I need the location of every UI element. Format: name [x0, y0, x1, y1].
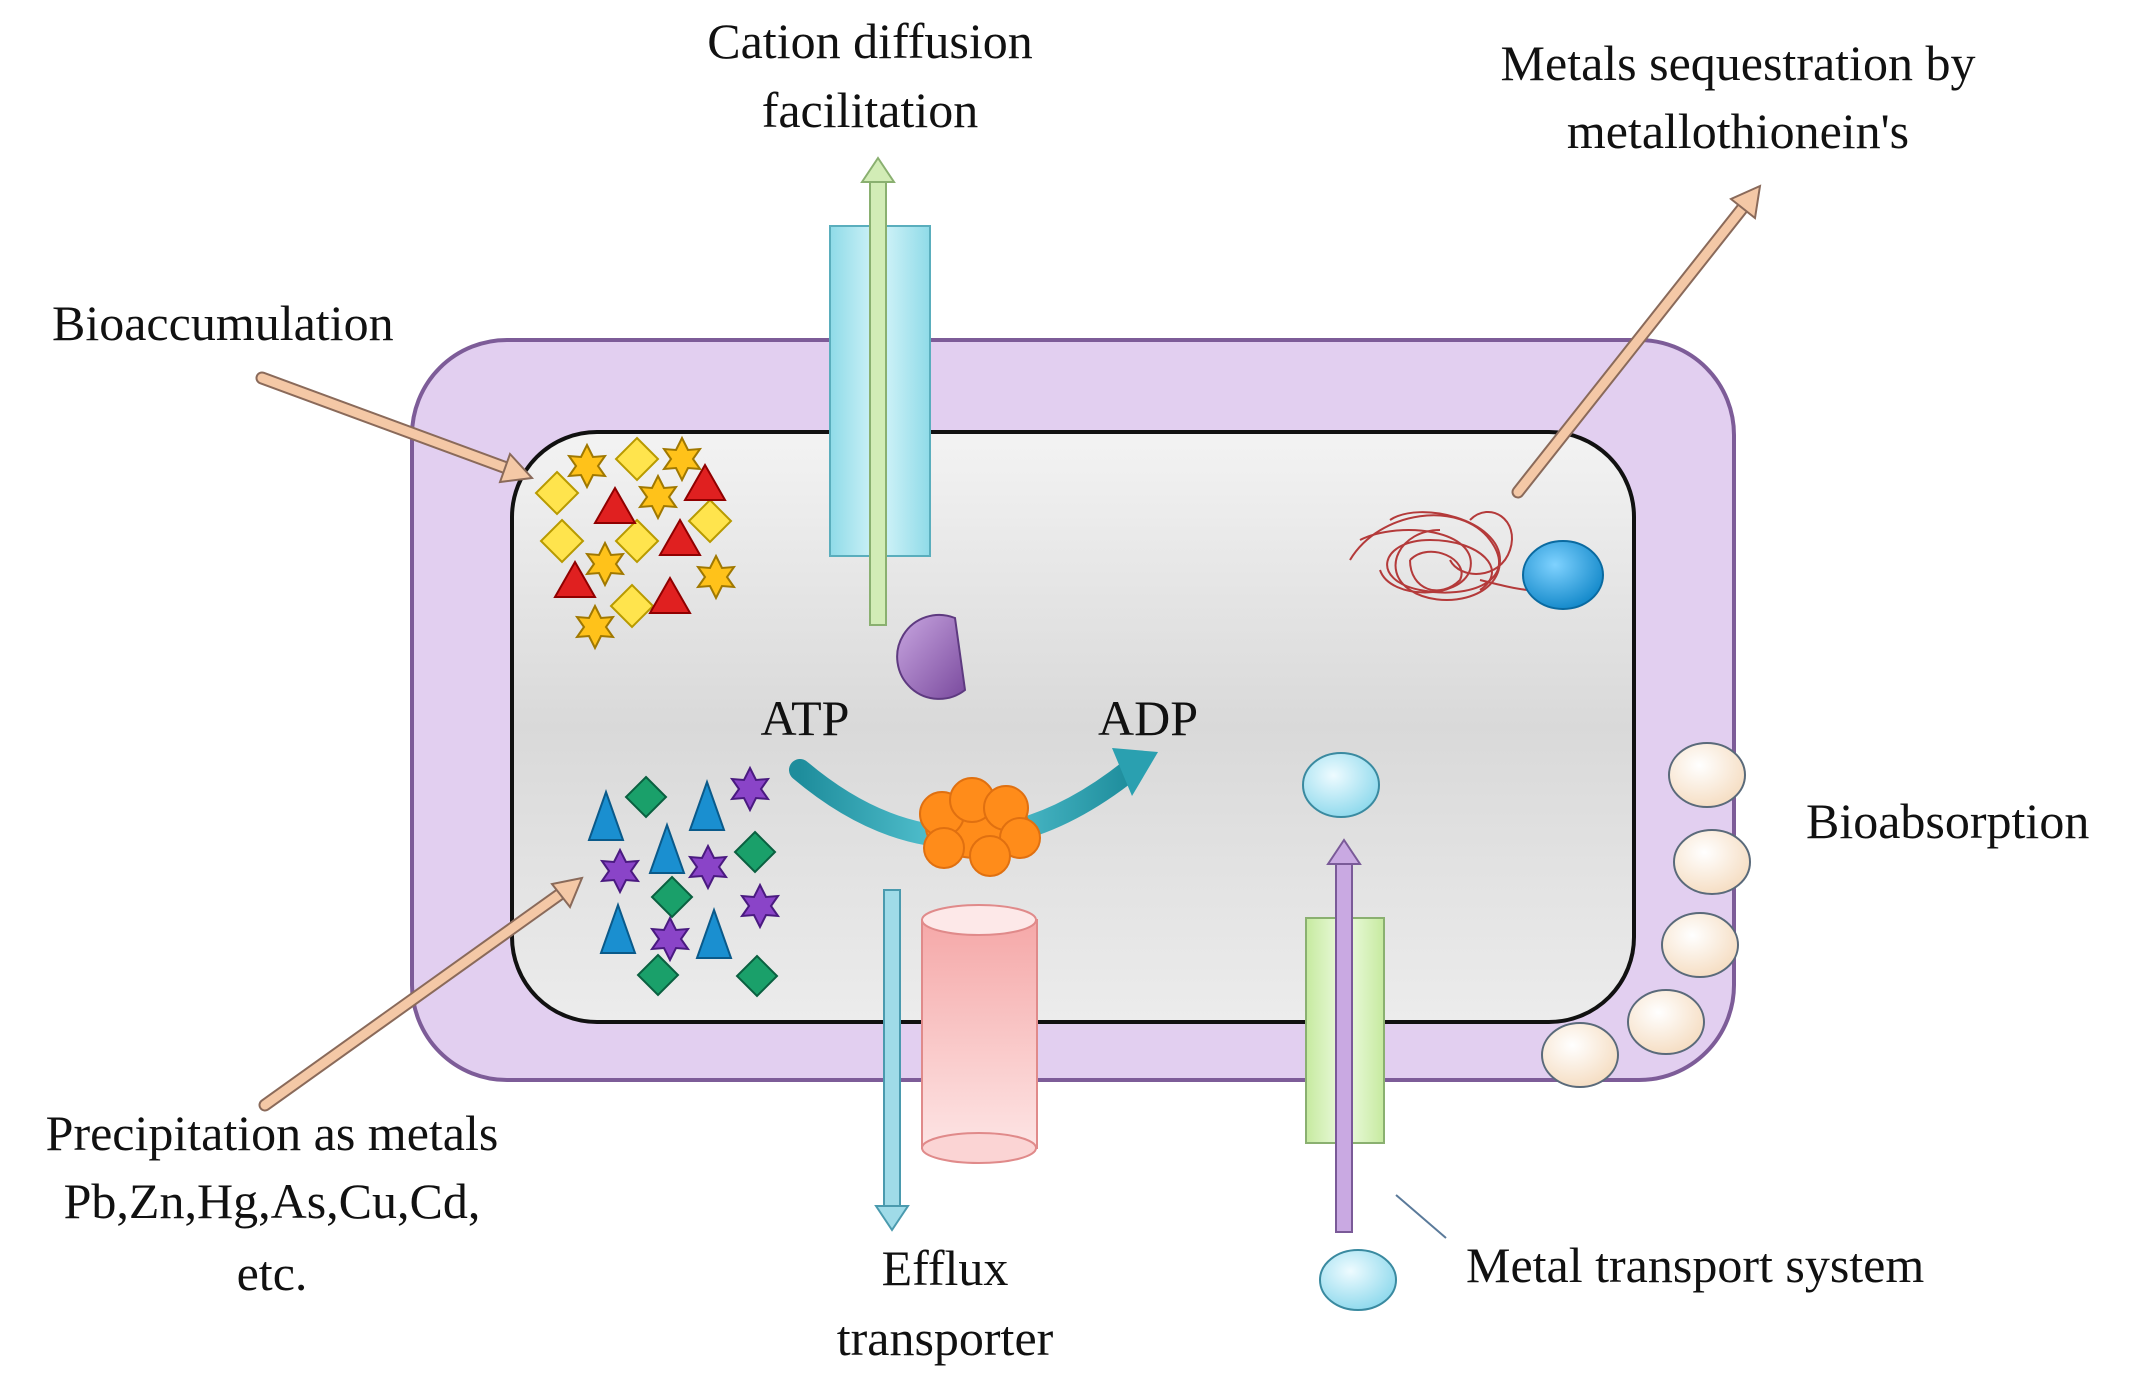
- metal-ion-inside: [1302, 752, 1380, 818]
- bioabsorption-beads: [1541, 742, 1751, 1088]
- green-diamond: [624, 775, 668, 819]
- yellow-star: [695, 553, 737, 601]
- purple-star: [687, 843, 729, 891]
- bioabsorption-label: Bioabsorption: [1806, 793, 2089, 849]
- efflux-label-line2: transporter: [837, 1310, 1054, 1366]
- cation-arrow: [860, 156, 896, 626]
- blue-triangle: [587, 789, 625, 841]
- yellow-diamond: [614, 518, 660, 564]
- atp-label: ATP: [761, 690, 850, 746]
- efflux-cylinder: [921, 904, 1038, 1164]
- yellow-diamond: [687, 498, 733, 544]
- sequestered-metal: [1522, 540, 1604, 610]
- blue-triangle: [599, 902, 637, 954]
- green-diamond: [636, 953, 680, 997]
- transport-pointer-line: [1395, 1194, 1447, 1239]
- cation-label-line1: Cation diffusion: [707, 13, 1032, 69]
- efflux-arrow: [874, 889, 910, 1232]
- sequestration-label-line1: Metals sequestration by: [1501, 35, 1976, 91]
- red-triangle: [658, 517, 702, 556]
- sequestration-arrow: [1511, 184, 1762, 499]
- yellow-star: [637, 473, 679, 521]
- precipitation-label-line3: etc.: [237, 1245, 308, 1301]
- bioaccumulation-label: Bioaccumulation: [52, 295, 394, 351]
- blue-triangle: [688, 779, 726, 831]
- cation-label-line2: facilitation: [762, 82, 979, 138]
- purple-binding-protein: [896, 613, 967, 700]
- yellow-star: [566, 442, 608, 490]
- red-triangle: [683, 462, 727, 501]
- green-diamond: [650, 875, 694, 919]
- adp-label: ADP: [1098, 690, 1198, 746]
- precipitation-arrow: [258, 876, 584, 1112]
- red-triangle: [648, 575, 692, 614]
- bioaccumulation-cluster: [534, 435, 737, 651]
- blue-triangle: [648, 822, 686, 874]
- bioaccumulation-arrow: [255, 371, 535, 484]
- bead: [1627, 989, 1705, 1055]
- sequestration-label-line2: metallothionein's: [1567, 103, 1909, 159]
- metal-transport-label: Metal transport system: [1466, 1237, 1924, 1293]
- bead: [1541, 1022, 1619, 1088]
- precipitation-cluster: [587, 765, 781, 998]
- transport-arrow: [1326, 838, 1362, 1233]
- purple-star: [599, 847, 641, 895]
- precipitation-label-line2: Pb,Zn,Hg,As,Cu,Cd,: [64, 1173, 481, 1229]
- metal-ion-outside: [1319, 1249, 1397, 1311]
- yellow-diamond: [609, 583, 655, 629]
- cytoplasm: [510, 430, 1636, 1024]
- red-triangle: [553, 559, 597, 598]
- efflux-label-line1: Efflux: [882, 1240, 1009, 1296]
- yellow-diamond: [534, 470, 580, 516]
- yellow-diamond: [539, 518, 585, 564]
- purple-star: [649, 915, 691, 963]
- red-triangle: [593, 485, 637, 524]
- atp-adp-arrowhead: [1112, 748, 1158, 796]
- yellow-diamond: [614, 436, 660, 482]
- bead: [1661, 912, 1739, 978]
- green-diamond: [733, 830, 777, 874]
- bead: [1668, 742, 1746, 808]
- atpase-enzyme: [919, 777, 1041, 877]
- yellow-star: [661, 435, 703, 483]
- precipitation-label-line1: Precipitation as metals: [46, 1105, 499, 1161]
- yellow-star: [574, 603, 616, 651]
- purple-star: [729, 765, 771, 813]
- bead: [1673, 829, 1751, 895]
- purple-star: [739, 882, 781, 930]
- green-diamond: [735, 954, 779, 998]
- yellow-star: [584, 540, 626, 588]
- blue-triangle: [695, 907, 733, 959]
